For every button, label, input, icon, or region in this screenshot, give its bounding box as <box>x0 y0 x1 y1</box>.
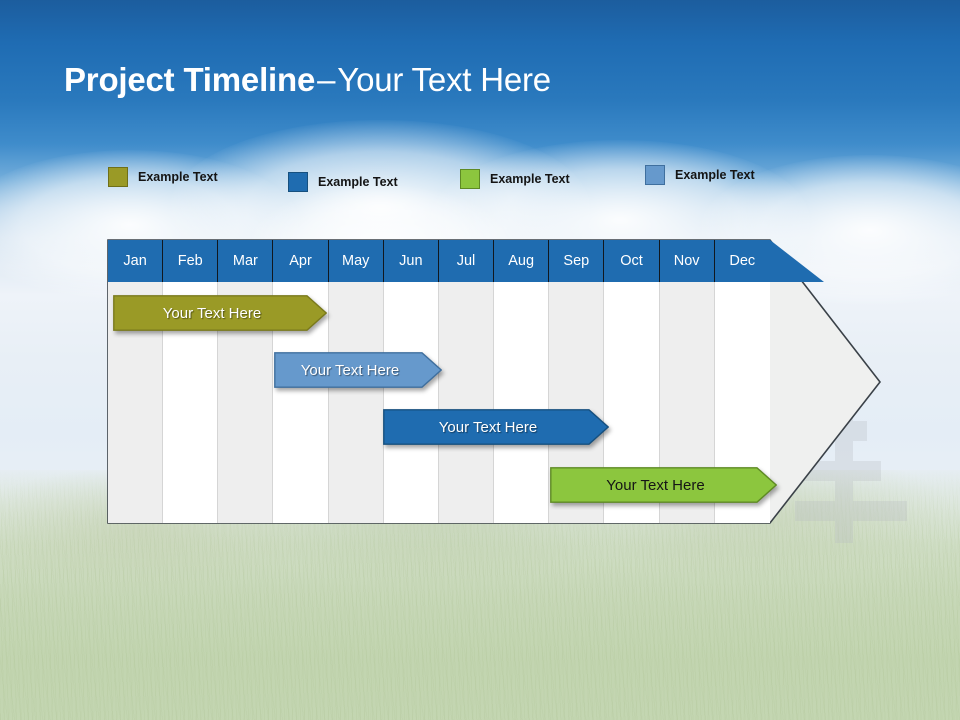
month-header-dec[interactable]: Dec <box>714 240 770 282</box>
month-header-oct[interactable]: Oct <box>604 240 660 282</box>
month-header-aug[interactable]: Aug <box>494 240 550 282</box>
month-column-jul <box>438 282 495 523</box>
task-bar-label: Your Text Here <box>606 476 705 494</box>
page-title-strong: Project Timeline <box>64 61 316 98</box>
month-header-jul[interactable]: Jul <box>438 240 495 282</box>
legend-item-2[interactable]: Example Text <box>288 172 398 192</box>
month-header-nov[interactable]: Nov <box>659 240 715 282</box>
legend-item-3[interactable]: Example Text <box>460 169 570 189</box>
task-bar-3[interactable]: Your Text Here <box>383 409 609 445</box>
legend-label: Example Text <box>490 172 570 186</box>
task-bar-chevron <box>274 352 442 388</box>
task-bar-2[interactable]: Your Text Here <box>274 352 442 388</box>
legend-item-1[interactable]: Example Text <box>108 167 218 187</box>
legend-label: Example Text <box>318 175 398 189</box>
task-bar-label: Your Text Here <box>300 361 400 379</box>
month-column-aug <box>494 282 550 523</box>
month-header-mar[interactable]: Mar <box>218 240 274 282</box>
month-header-feb[interactable]: Feb <box>163 240 219 282</box>
month-column-may <box>328 282 384 523</box>
legend-swatch-icon <box>460 169 480 189</box>
page-title-dash: – <box>317 61 336 98</box>
legend-item-4[interactable]: Example Text <box>645 165 755 185</box>
legend-swatch-icon <box>288 172 308 192</box>
month-header-jan[interactable]: Jan <box>108 240 164 282</box>
task-bar-chevron <box>383 409 609 445</box>
task-bar-4[interactable]: Your Text Here <box>550 467 777 503</box>
task-bar-label: Your Text Here <box>438 418 538 436</box>
month-column-jun <box>383 282 439 523</box>
task-bar-label: Your Text Here <box>162 304 262 322</box>
legend: Example Text Example Text Example Text E… <box>108 165 828 196</box>
month-header-may[interactable]: May <box>328 240 384 282</box>
page-title: Project Timeline–Your Text Here <box>64 58 551 102</box>
task-bar-chevron <box>550 467 777 503</box>
legend-swatch-icon <box>108 167 128 187</box>
month-header-sep[interactable]: Sep <box>549 240 605 282</box>
legend-label: Example Text <box>675 168 755 182</box>
task-bar-chevron <box>113 295 327 331</box>
legend-label: Example Text <box>138 170 218 184</box>
page-title-light: Your Text Here <box>337 61 551 98</box>
month-header-apr[interactable]: Apr <box>273 240 329 282</box>
task-bar-1[interactable]: Your Text Here <box>113 295 327 331</box>
legend-swatch-icon <box>645 165 665 185</box>
month-header-jun[interactable]: Jun <box>383 240 439 282</box>
